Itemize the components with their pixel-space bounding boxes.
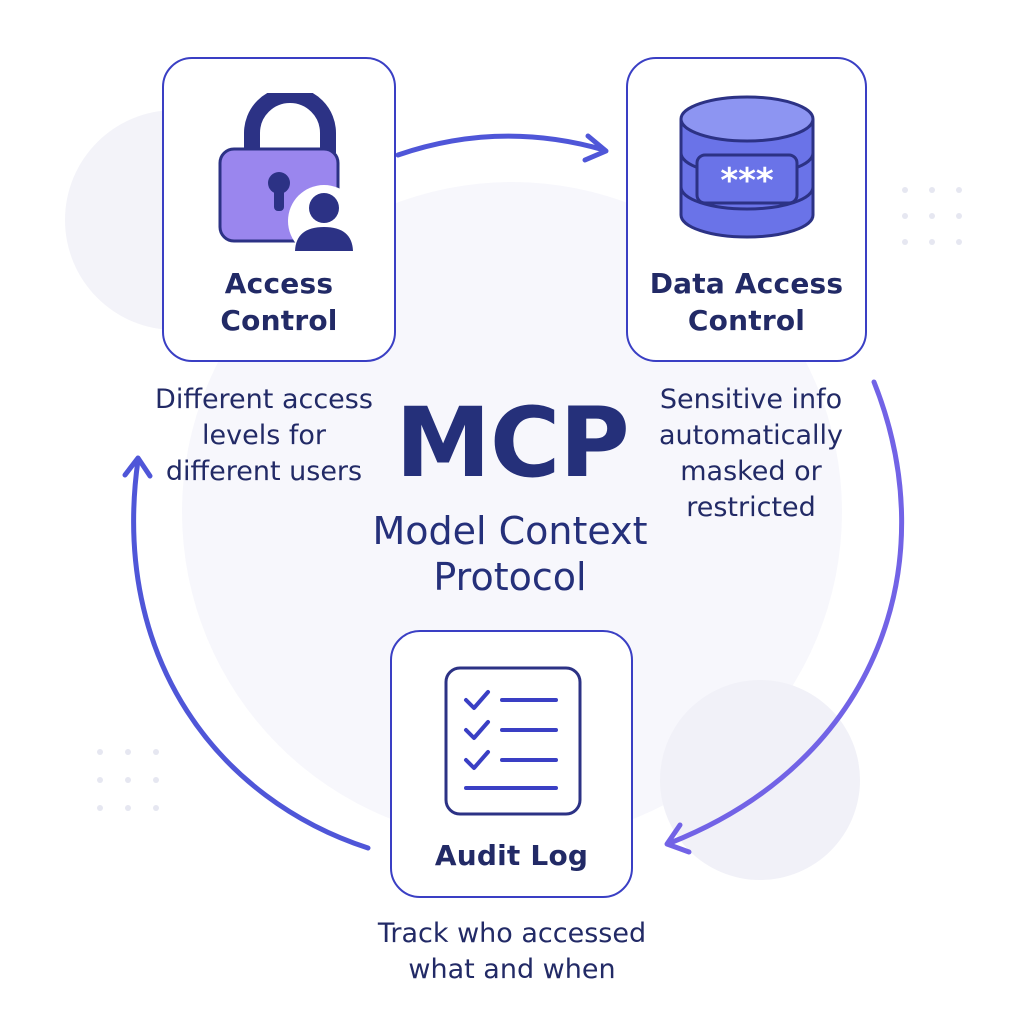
data-access-control-description: Sensitive info automatically masked or r…: [658, 384, 844, 523]
mask-text: ***: [720, 161, 774, 201]
access-control-description: Different access levels for different us…: [155, 384, 373, 487]
arrow-access-to-data-head: [582, 133, 609, 163]
audit-log-description: Track who accessed what and when: [377, 918, 647, 985]
audit-log-card: Audit Log: [390, 630, 633, 898]
data-access-control-title: Data Access Control: [649, 267, 844, 337]
padlock-user-icon: [218, 93, 360, 257]
arrow-audit-to-access: [131, 457, 371, 851]
masked-database-icon: ***: [679, 95, 815, 239]
decor-dots-right: [902, 187, 962, 245]
checklist-icon: [444, 666, 582, 816]
arrow-audit-to-access-head: [122, 455, 153, 479]
audit-log-title: Audit Log: [434, 839, 589, 872]
decor-circle-right: [660, 680, 860, 880]
mcp-title: MCP: [395, 387, 629, 499]
access-control-title: Access Control: [220, 267, 338, 337]
arrow-access-to-data: [395, 133, 607, 158]
decor-dots-left: [97, 749, 159, 811]
mcp-subtitle: Model Context Protocol: [372, 509, 648, 599]
access-control-card: Access Control: [162, 57, 396, 362]
data-access-control-card: *** Data Access Control: [626, 57, 867, 362]
arrow-data-to-audit-head: [664, 822, 692, 855]
arrow-data-to-audit: [667, 379, 905, 846]
